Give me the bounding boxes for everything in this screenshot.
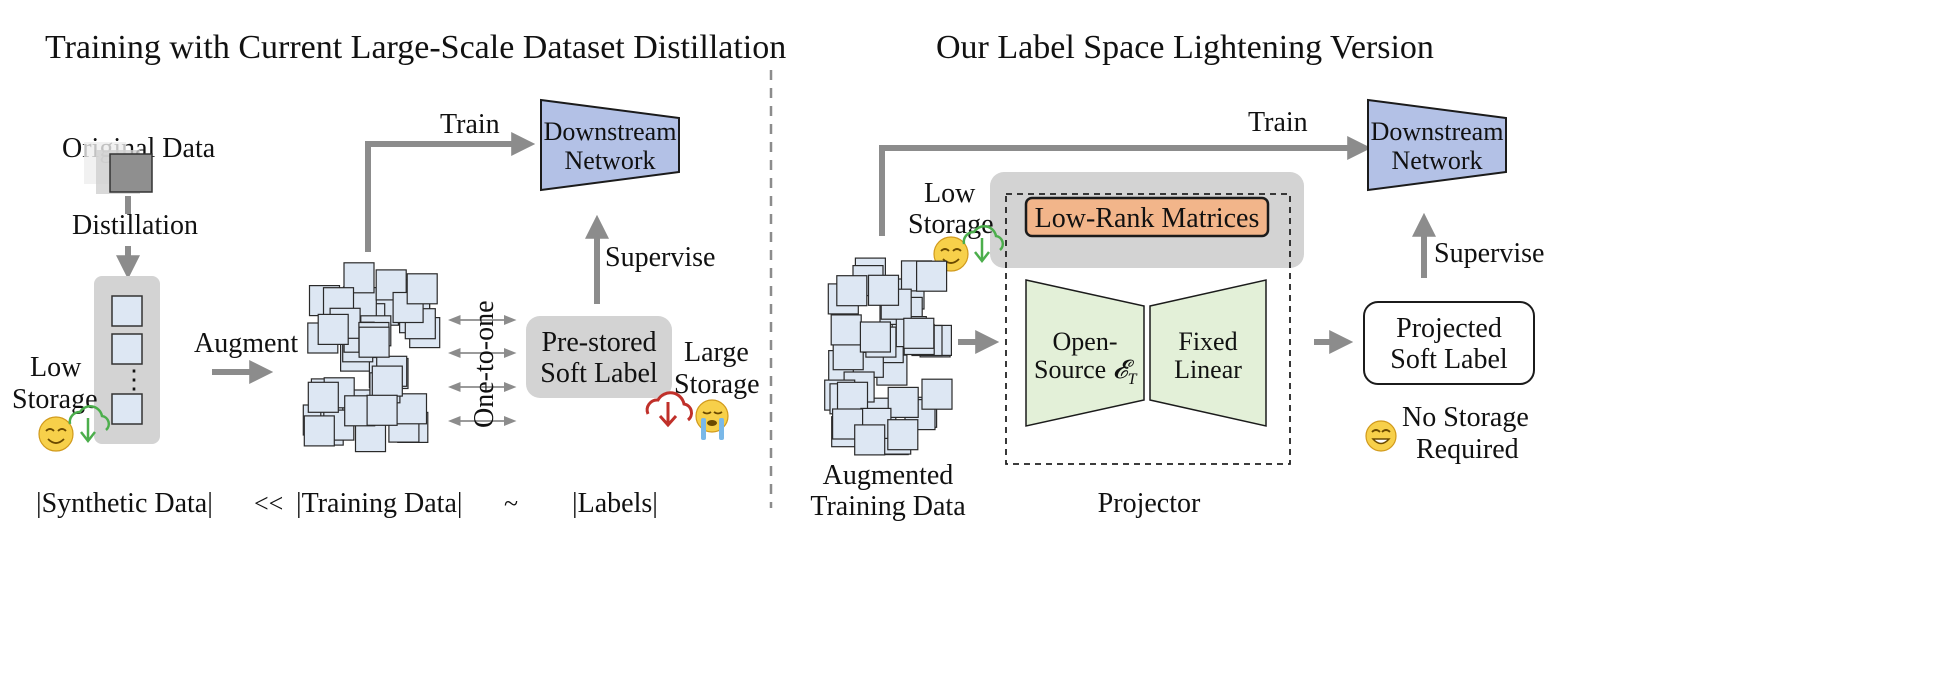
synthetic-tile (111, 393, 143, 425)
encoder-subscript: T (1128, 371, 1138, 388)
data-tile (915, 260, 948, 292)
train-arrow (365, 132, 536, 252)
synthetic-tile (111, 295, 143, 327)
projector-box (1005, 193, 1291, 465)
one-to-one-arrows (447, 314, 517, 427)
supervise-label-right: Supervise (1434, 238, 1544, 269)
data-tile (836, 381, 869, 413)
prestored-label-1: Pre-stored (541, 327, 656, 358)
no-storage-label-2: Required (1416, 434, 1519, 465)
data-tile (836, 275, 868, 307)
data-tile (307, 381, 339, 413)
open-source-word: Source (1034, 355, 1106, 384)
prestored-label-2: Soft Label (540, 358, 658, 389)
synthetic-size-label: |Synthetic Data| (36, 488, 213, 519)
projector-label: Projector (1098, 488, 1201, 519)
training-size-label: |Training Data| (296, 488, 463, 519)
cloud-download-red-icon (645, 391, 693, 428)
train-label-right: Train (1248, 107, 1308, 138)
data-tile (406, 273, 438, 305)
augment-label: Augment (194, 328, 298, 359)
data-tile (887, 419, 919, 451)
open-source-label-1: Open- (1053, 327, 1118, 356)
fixed-linear-layer (1149, 279, 1267, 427)
downstream-label-1: Downstream (544, 117, 677, 146)
training-data-cluster (302, 262, 441, 453)
data-tile (303, 415, 335, 447)
data-tile (867, 274, 900, 306)
augmented-label-1: Augmented (823, 460, 954, 491)
no-storage-label-1: No Storage (1402, 402, 1529, 433)
low-rank-matrices-box (1024, 196, 1270, 238)
grin-emoji-icon (1365, 420, 1397, 452)
data-tile (317, 313, 349, 345)
train-arrow-right (879, 136, 1372, 236)
synthetic-tile (111, 333, 143, 365)
low-storage-right-2: Storage (908, 209, 994, 240)
data-tile (854, 424, 886, 456)
crying-emoji-icon (695, 399, 729, 440)
fixed-linear-label-2: Linear (1174, 355, 1242, 384)
left-panel-title: Training with Current Large-Scale Datase… (45, 29, 786, 66)
downstream-network (540, 98, 680, 192)
one-to-one-label: One-to-one (469, 300, 500, 428)
large-storage-label-1: Large (684, 337, 749, 368)
low-rank-label: Low-Rank Matrices (1035, 203, 1260, 234)
original-data-icon (84, 142, 153, 194)
data-tile (395, 393, 428, 425)
cloud-download-green-icon (68, 405, 111, 444)
low-storage-label-1: Low (30, 352, 82, 383)
projected-label-1: Projected (1396, 313, 1502, 344)
data-tile (366, 394, 398, 426)
augmented-data-cluster (824, 257, 953, 456)
data-tile (830, 314, 862, 346)
cloud-download-green-icon-right (962, 225, 1005, 264)
downstream-right-label-1: Downstream (1371, 117, 1504, 146)
happy-emoji-icon (38, 416, 74, 452)
downstream-label-2: Network (565, 146, 656, 175)
similar-symbol: ~ (504, 489, 518, 518)
projected-label-2: Soft Label (1390, 344, 1508, 375)
large-storage-label-2: Storage (674, 369, 760, 400)
data-tile (371, 365, 403, 397)
train-label: Train (440, 109, 500, 140)
much-less-symbol: << (254, 489, 283, 518)
labels-size-label: |Labels| (572, 488, 658, 519)
prestored-soft-label-box (526, 316, 672, 398)
downstream-right-label-2: Network (1392, 146, 1483, 175)
right-panel-title: Our Label Space Lightening Version (936, 29, 1434, 66)
downstream-network-right (1367, 98, 1507, 192)
ellipsis: ⋮ (121, 365, 147, 394)
data-tile (859, 321, 892, 353)
distillation-label: Distillation (72, 210, 198, 241)
open-source-encoder (1025, 279, 1145, 427)
data-tile (358, 326, 390, 358)
data-tile (921, 378, 953, 410)
low-storage-right-1: Low (924, 178, 976, 209)
augmented-label-2: Training Data (810, 491, 966, 522)
data-tile (887, 386, 919, 418)
projected-soft-label-box (1363, 301, 1535, 385)
data-tile (903, 317, 935, 349)
open-source-label-2: Source 𝓔T (1034, 355, 1138, 388)
fixed-linear-label-1: Fixed (1178, 327, 1237, 356)
supervise-label: Supervise (605, 242, 715, 273)
low-storage-label-2: Storage (12, 384, 98, 415)
